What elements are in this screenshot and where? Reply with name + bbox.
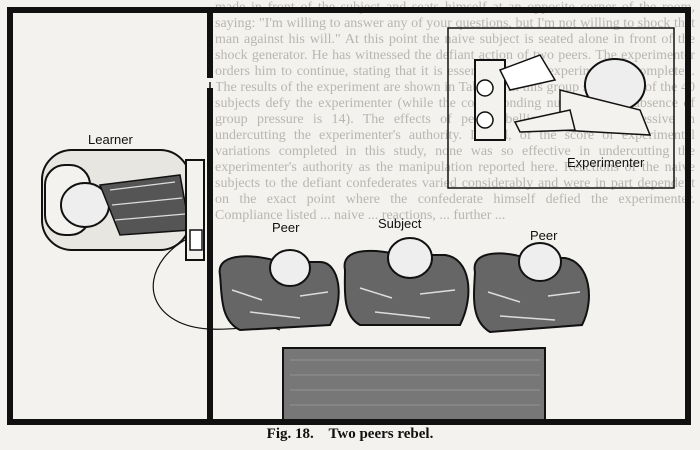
experimenter-window [447, 27, 675, 189]
caption-text: Two peers rebel. [328, 426, 434, 442]
label-learner: Learner [88, 132, 133, 147]
caption-number: Fig. 18. [266, 426, 314, 442]
shock-generator-table [282, 347, 546, 421]
outer-frame [7, 7, 691, 425]
peer-left-figure [218, 249, 340, 332]
subject-figure [343, 237, 470, 326]
learner-figure [41, 149, 205, 261]
label-experimenter: Experimenter [567, 155, 645, 170]
peer-right-figure [473, 242, 590, 334]
label-subject: Subject [378, 216, 422, 231]
label-peer-right: Peer [530, 228, 558, 243]
experimenter-figure [474, 54, 652, 141]
figure-caption: Fig. 18. Two peers rebel. [0, 426, 700, 443]
label-peer-left: Peer [272, 220, 300, 235]
